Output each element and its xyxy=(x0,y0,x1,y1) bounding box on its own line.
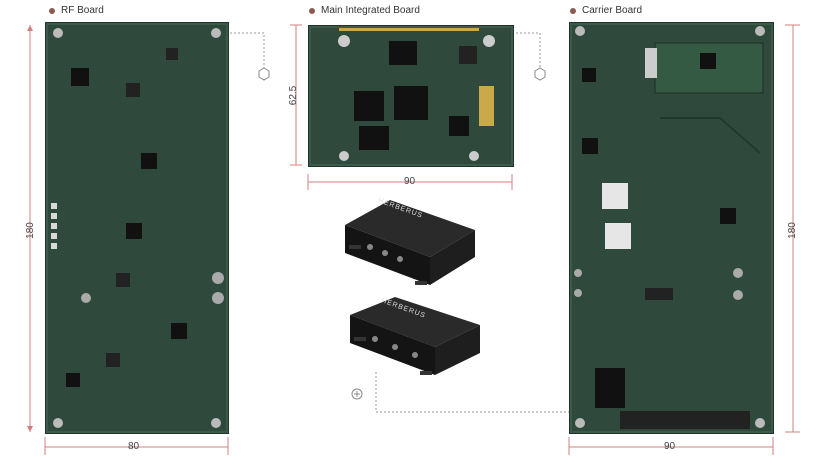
carrier-height-dim: 180 xyxy=(786,222,798,239)
carrier-width-dim: 90 xyxy=(664,441,676,452)
rf-board-image xyxy=(45,22,229,434)
device-enclosure-front: HERBERUS xyxy=(335,195,480,295)
rf-board-label: RF Board xyxy=(49,5,104,16)
device-enclosure-back: HERBERUS xyxy=(340,295,485,395)
rf-width-dim: 80 xyxy=(128,441,140,452)
rf-height-dim: 180 xyxy=(24,222,36,239)
main-board-image xyxy=(308,25,514,167)
main-width-dim: 90 xyxy=(404,176,416,187)
main-height-dim: 62.5 xyxy=(288,85,300,106)
carrier-board-image xyxy=(569,22,774,434)
bullet-icon xyxy=(309,7,315,14)
bullet-icon xyxy=(570,7,576,14)
bullet-icon xyxy=(49,7,55,14)
carrier-board-label: Carrier Board xyxy=(570,5,642,16)
main-board-label: Main Integrated Board xyxy=(309,5,420,16)
